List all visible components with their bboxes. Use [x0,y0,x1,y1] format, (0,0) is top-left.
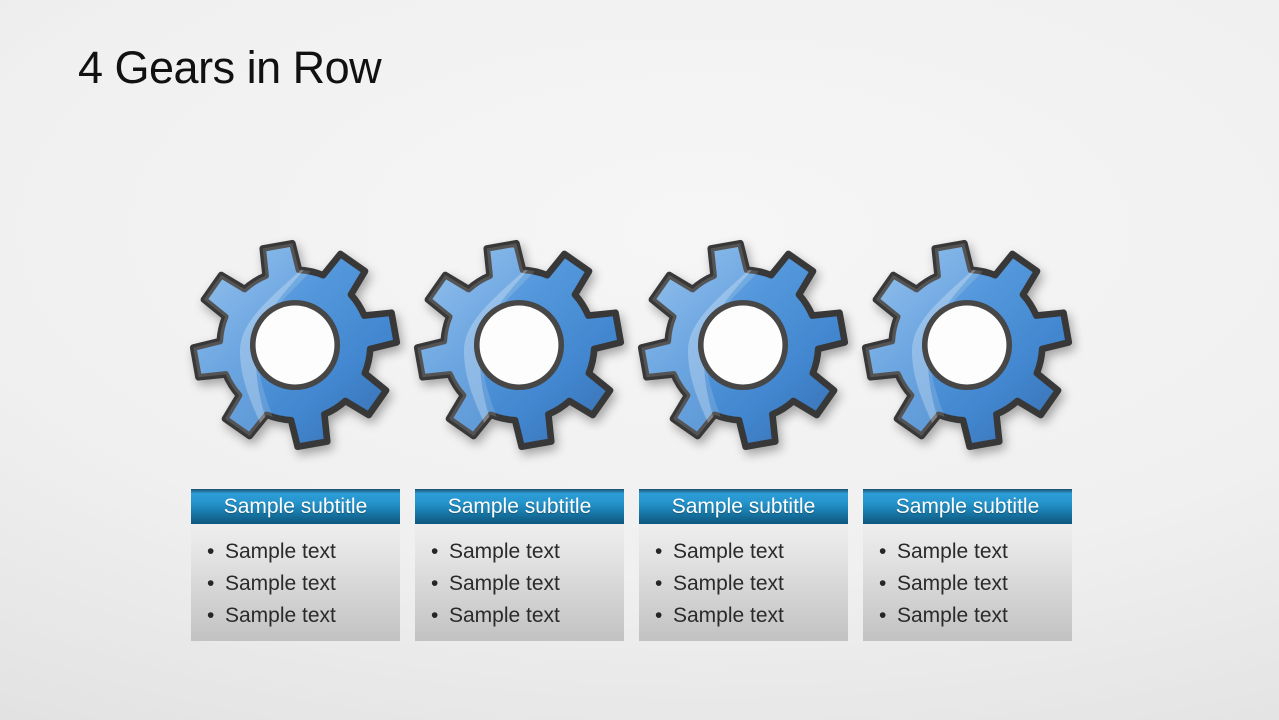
bullet-item: Sample text [207,600,394,632]
card-bullet-list: Sample text Sample text Sample text [863,524,1072,641]
bullet-item: Sample text [431,568,618,600]
card-subtitle: Sample subtitle [415,489,624,524]
bullet-item: Sample text [207,536,394,568]
bullet-item: Sample text [431,600,618,632]
card-bullet-list: Sample text Sample text Sample text [415,524,624,641]
bullet-item: Sample text [879,600,1066,632]
info-card: Sample subtitle Sample text Sample text … [863,489,1072,641]
info-card: Sample subtitle Sample text Sample text … [639,489,848,641]
slide-title: 4 Gears in Row [78,42,382,93]
gear-icon [853,231,1081,459]
bullet-item: Sample text [879,568,1066,600]
bullet-item: Sample text [207,568,394,600]
bullet-item: Sample text [655,600,842,632]
gear-icon [629,231,857,459]
bullet-item: Sample text [655,536,842,568]
bullet-item: Sample text [879,536,1066,568]
gear-icon [181,231,409,459]
info-card: Sample subtitle Sample text Sample text … [415,489,624,641]
bullet-item: Sample text [655,568,842,600]
bullet-item: Sample text [431,536,618,568]
card-subtitle: Sample subtitle [863,489,1072,524]
info-card: Sample subtitle Sample text Sample text … [191,489,400,641]
card-bullet-list: Sample text Sample text Sample text [191,524,400,641]
card-subtitle: Sample subtitle [191,489,400,524]
card-bullet-list: Sample text Sample text Sample text [639,524,848,641]
card-subtitle: Sample subtitle [639,489,848,524]
gear-icon [405,231,633,459]
